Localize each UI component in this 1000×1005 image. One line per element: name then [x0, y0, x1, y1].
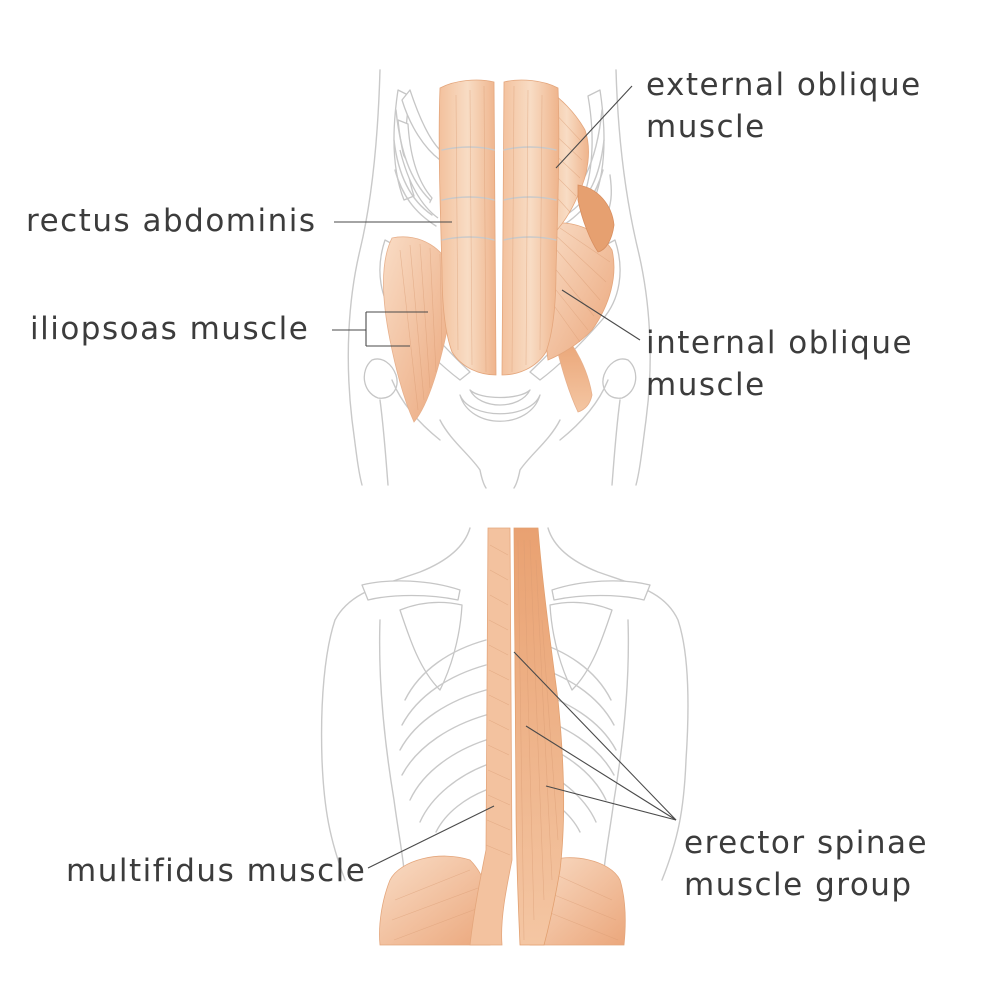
multifidus-muscle — [469, 527, 513, 946]
label-erector-spinae-line2: muscle group — [684, 867, 913, 903]
leader-erector-spinae-3 — [545, 785, 677, 821]
leader-erector-spinae-1 — [513, 651, 677, 821]
rectus-abdominis-muscle — [438, 79, 560, 376]
external-oblique-lateral — [577, 184, 615, 253]
label-rectus-abdominis: rectus abdominis — [26, 203, 317, 239]
label-multifidus: multifidus muscle — [66, 853, 367, 889]
leader-multifidus — [367, 805, 495, 869]
back-torso-figure — [320, 527, 689, 946]
front-body-outline — [347, 69, 381, 486]
label-internal-oblique-line2: muscle — [646, 367, 766, 403]
label-iliopsoas: iliopsoas muscle — [30, 311, 310, 347]
leader-lines — [332, 85, 677, 869]
leader-erector-spinae-2 — [525, 725, 677, 821]
label-erector-spinae-line1: erector spinae — [684, 825, 929, 861]
back-body-outline — [320, 527, 471, 881]
label-external-oblique-line2: muscle — [646, 109, 766, 145]
leader-internal-oblique — [561, 289, 641, 341]
back-shoulder-bones — [361, 580, 651, 691]
label-external-oblique-line1: external oblique — [646, 67, 922, 103]
label-internal-oblique-line1: internal oblique — [646, 325, 914, 361]
front-torso-figure — [347, 69, 651, 489]
leader-external-oblique — [555, 85, 633, 169]
